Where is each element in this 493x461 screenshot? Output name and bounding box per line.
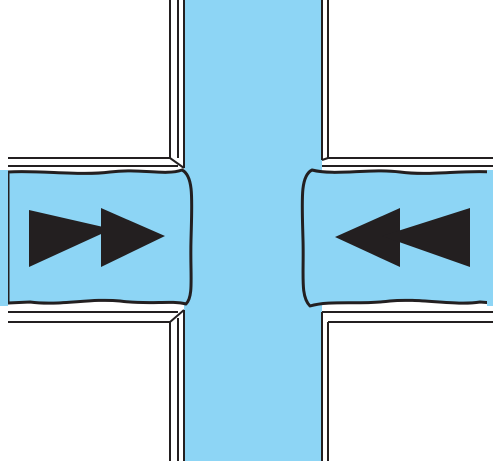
double-arrow-left-icon <box>335 208 470 267</box>
vertical-channel-left-wall-lower <box>169 310 185 461</box>
vertical-channel-right-wall-upper <box>321 0 329 160</box>
right-channel-top-walls <box>321 157 493 167</box>
vertical-channel-fill <box>184 0 322 461</box>
right-channel-bottom-walls <box>322 311 493 323</box>
left-channel-top-walls <box>8 157 185 169</box>
left-inflow-channel <box>0 157 194 323</box>
vertical-flow-channel <box>169 0 329 461</box>
vertical-channel-left-wall-upper <box>169 0 185 168</box>
right-inflow-channel <box>300 157 493 323</box>
left-channel-bottom-walls <box>8 309 185 323</box>
vertical-channel-right-wall-lower <box>321 312 329 461</box>
double-arrow-right-icon <box>29 208 165 267</box>
left-channel-fluid <box>6 168 194 306</box>
